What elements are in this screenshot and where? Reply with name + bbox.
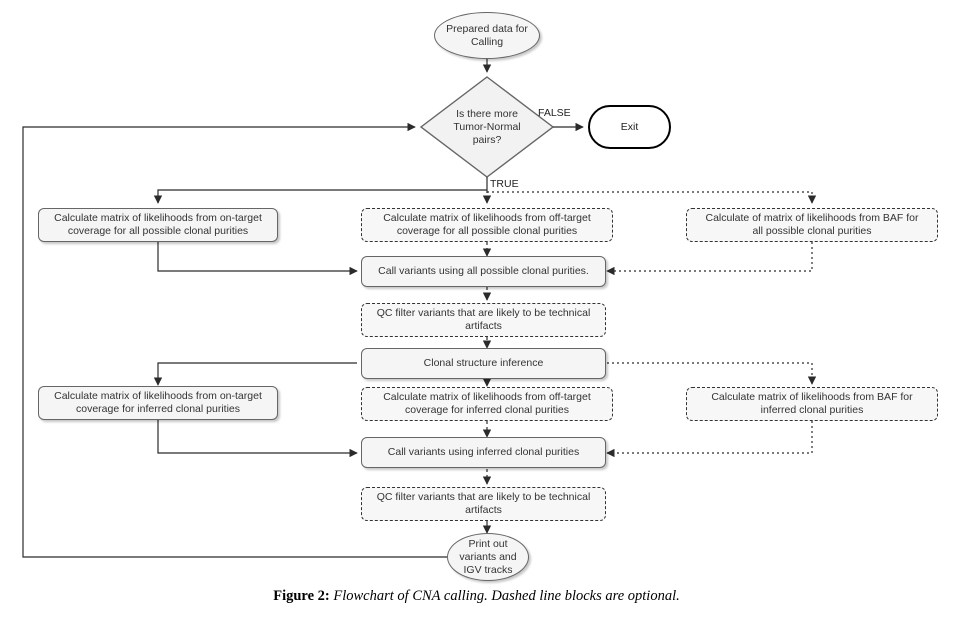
figure-caption: Figure 2: Flowchart of CNA calling. Dash… (0, 588, 953, 605)
edge-label-true: TRUE (490, 178, 519, 190)
node-print-out-results[interactable]: Print out variants and IGV tracks (447, 533, 529, 581)
node-on-target-inferred-purities[interactable]: Calculate matrix of likelihoods from on-… (38, 386, 278, 420)
node-prepared-data[interactable]: Prepared data for Calling (434, 12, 540, 59)
node-baf-all-purities[interactable]: Calculate of matrix of likelihoods from … (686, 208, 938, 242)
node-on-target-inferred-purities-label: Calculate matrix of likelihoods from on-… (54, 390, 262, 415)
node-exit-label: Exit (620, 120, 639, 133)
node-off-target-inferred-purities[interactable]: Calculate matrix of likelihoods from off… (361, 387, 613, 421)
edge-label-false: FALSE (538, 107, 571, 119)
node-on-target-all-purities-label: Calculate matrix of likelihoods from on-… (54, 212, 262, 237)
node-clonal-structure-inference[interactable]: Clonal structure inference (361, 348, 606, 379)
edge-loop-back-to-decision (22, 122, 447, 558)
node-baf-inferred-purities-label: Calculate matrix of likelihoods from BAF… (711, 391, 913, 416)
node-qc-filter-inferred-label: QC filter variants that are likely to be… (376, 491, 591, 516)
node-qc-filter-all[interactable]: QC filter variants that are likely to be… (361, 303, 606, 337)
node-off-target-all-purities[interactable]: Calculate matrix of likelihoods from off… (361, 208, 613, 242)
edge-baf-all-to-call-all (606, 242, 813, 276)
node-call-variants-all-purities[interactable]: Call variants using all possible clonal … (361, 256, 606, 287)
node-on-target-all-purities[interactable]: Calculate matrix of likelihoods from on-… (38, 208, 278, 242)
node-baf-all-purities-label: Calculate of matrix of likelihoods from … (705, 212, 919, 237)
node-call-variants-all-purities-label: Call variants using all possible clonal … (378, 265, 589, 277)
node-off-target-all-purities-label: Calculate matrix of likelihoods from off… (383, 212, 591, 237)
edge-clonal-to-on-target-inferred (153, 362, 357, 386)
figure-caption-label: Figure 2: (273, 588, 330, 604)
edge-on-target-all-to-call-all (157, 242, 358, 276)
node-clonal-structure-inference-label: Clonal structure inference (423, 357, 544, 369)
node-baf-inferred-purities[interactable]: Calculate matrix of likelihoods from BAF… (686, 387, 938, 421)
node-qc-filter-inferred[interactable]: QC filter variants that are likely to be… (361, 487, 606, 521)
node-off-target-inferred-purities-label: Calculate matrix of likelihoods from off… (383, 391, 591, 416)
node-call-variants-inferred-purities[interactable]: Call variants using inferred clonal puri… (361, 437, 606, 468)
figure-caption-text: Flowchart of CNA calling. Dashed line bl… (333, 588, 680, 604)
node-call-variants-inferred-purities-label: Call variants using inferred clonal puri… (387, 446, 580, 458)
node-prepared-data-label: Prepared data for Calling (446, 22, 528, 48)
node-more-pairs-decision-label: Is there more Tumor-Normal pairs? (453, 107, 521, 146)
node-print-out-results-label: Print out variants and IGV tracks (459, 537, 517, 576)
edge-baf-inferred-to-call-inferred (606, 421, 813, 458)
edge-true-to-on-target-all (153, 189, 487, 204)
edge-clonal-to-baf-inferred (607, 362, 817, 385)
edge-true-to-baf-all (487, 191, 817, 204)
node-qc-filter-all-label: QC filter variants that are likely to be… (376, 307, 591, 332)
node-exit[interactable]: Exit (588, 105, 671, 149)
edge-on-target-inferred-to-call-inferred (157, 420, 358, 458)
node-more-pairs-decision[interactable]: Is there more Tumor-Normal pairs? (427, 95, 547, 159)
